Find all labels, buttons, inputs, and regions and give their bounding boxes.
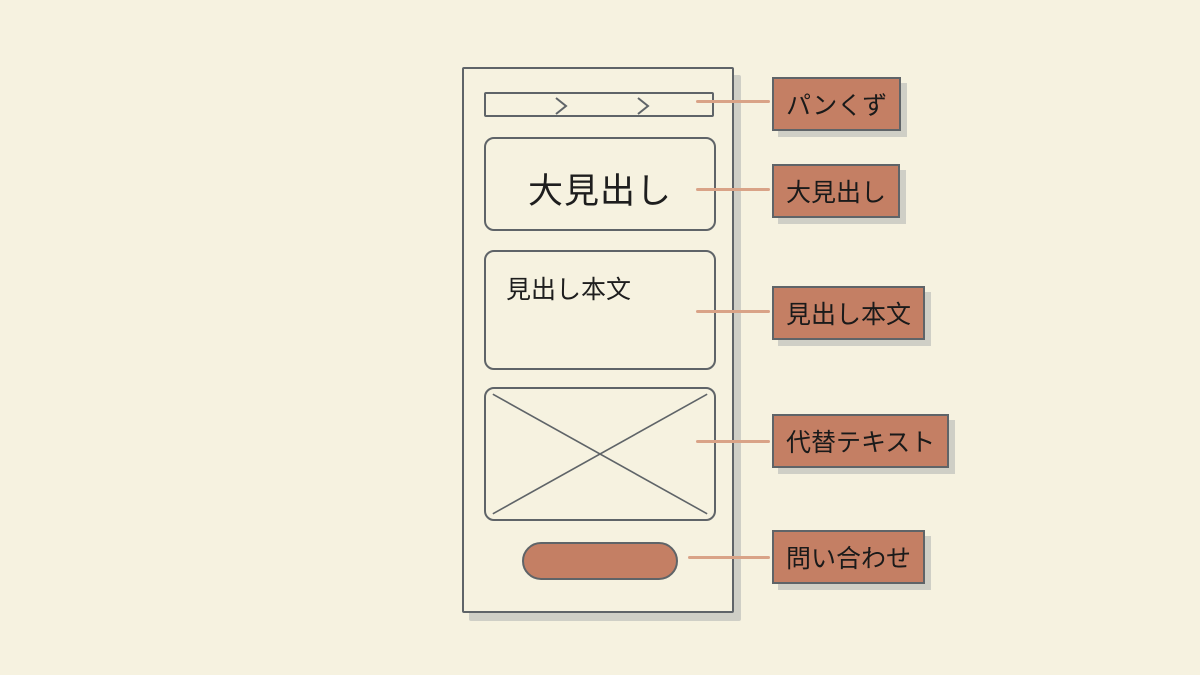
connector-breadcrumb [696, 100, 770, 103]
label-main-heading: 大見出し [772, 164, 901, 218]
label-heading-body: 見出し本文 [772, 286, 926, 340]
chevron-right-icon [637, 97, 650, 115]
contact-button[interactable] [522, 542, 678, 580]
main-heading-text: 大見出し [527, 172, 672, 212]
heading-body-block: 見出し本文 [484, 250, 716, 370]
connector-contact [688, 556, 770, 559]
connector-heading-body [696, 310, 770, 313]
chevron-right-icon [555, 97, 568, 115]
main-heading-block: 大見出し [484, 137, 716, 231]
label-breadcrumb: パンくず [772, 77, 902, 131]
breadcrumb-bar [484, 92, 714, 117]
image-placeholder-icon [486, 389, 714, 519]
label-alt-text: 代替テキスト [772, 414, 950, 468]
body-heading-text: 見出し本文 [506, 275, 632, 304]
connector-alt-text [696, 440, 770, 443]
phone-wireframe-frame: 大見出し 見出し本文 [462, 67, 734, 613]
label-contact: 問い合わせ [772, 530, 926, 584]
image-placeholder [484, 387, 716, 521]
connector-main-heading [696, 188, 770, 191]
